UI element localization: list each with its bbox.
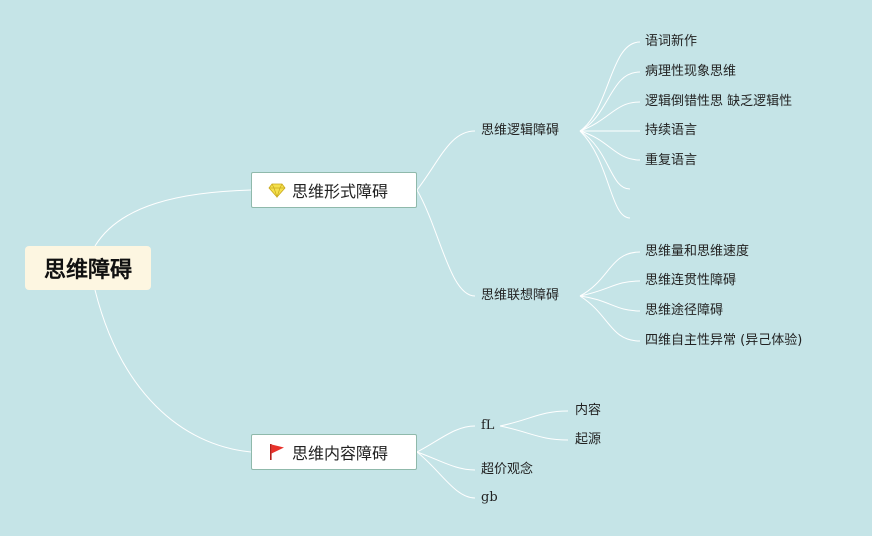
connector-assoc-leaf-3 (579, 295, 641, 312)
connector-fl-leaf-2 (499, 425, 569, 441)
leaf-topic[interactable]: 语词新作 (645, 34, 698, 49)
connector-form-to-logic (416, 130, 476, 191)
connector-root-to-form (94, 189, 252, 247)
connector-logic-leaf-6 (579, 130, 631, 190)
root-topic-label: 思维障碍 (43, 258, 132, 283)
connector-assoc-leaf-2 (579, 280, 641, 297)
leaf-topic[interactable]: 持续语言 (645, 123, 698, 138)
topic-thought-content-disorder[interactable]: 思维内容障碍 (251, 434, 417, 470)
connector-form-to-assoc (416, 189, 476, 297)
leaf-topic[interactable]: 起源 (575, 432, 602, 447)
connector-assoc-leaf-4 (579, 295, 641, 342)
topic-thought-form-disorder[interactable]: 思维形式障碍 (251, 172, 417, 208)
connector-fl-leaf-1 (499, 410, 569, 427)
connector-logic-leaf-5 (579, 130, 641, 161)
leaf-topic[interactable]: 病理性现象思维 (645, 64, 737, 79)
root-topic[interactable]: 思维障碍 (25, 246, 151, 290)
red-flag-icon (268, 443, 286, 461)
connector-content-to-overvalued (416, 451, 476, 471)
connector-root-to-content (94, 289, 252, 453)
leaf-topic[interactable]: 内容 (575, 403, 602, 418)
connector-logic-leaf-1 (579, 41, 641, 132)
subtopic-fl[interactable]: fL (481, 418, 495, 433)
topic-label: 思维形式障碍 (292, 182, 389, 201)
leaf-topic[interactable]: 逻辑倒错性思 缺乏逻辑性 (645, 94, 793, 109)
connector-logic-leaf-2 (579, 71, 641, 132)
topic-label: 思维内容障碍 (292, 444, 389, 463)
subtopic-gb[interactable]: gb (481, 490, 498, 505)
subtopic-overvalued-idea[interactable]: 超价观念 (481, 462, 534, 477)
subtopic-logic-disorder[interactable]: 思维逻辑障碍 (481, 123, 560, 138)
leaf-topic[interactable]: 四维自主性异常 (异己体验) (645, 333, 803, 348)
leaf-topic[interactable]: 思维量和思维速度 (645, 244, 750, 259)
subtopic-association-disorder[interactable]: 思维联想障碍 (481, 288, 560, 303)
connector-logic-leaf-7 (579, 130, 631, 219)
leaf-topic[interactable]: 重复语言 (645, 153, 698, 168)
connector-content-to-fl (416, 425, 476, 453)
leaf-topic[interactable]: 思维途径障碍 (645, 303, 724, 318)
leaf-topic[interactable]: 思维连贯性障碍 (645, 273, 737, 288)
connector-logic-leaf-3 (579, 101, 641, 132)
connector-content-to-gb (416, 451, 476, 499)
diamond-icon (268, 181, 286, 199)
connector-assoc-leaf-1 (579, 251, 641, 297)
